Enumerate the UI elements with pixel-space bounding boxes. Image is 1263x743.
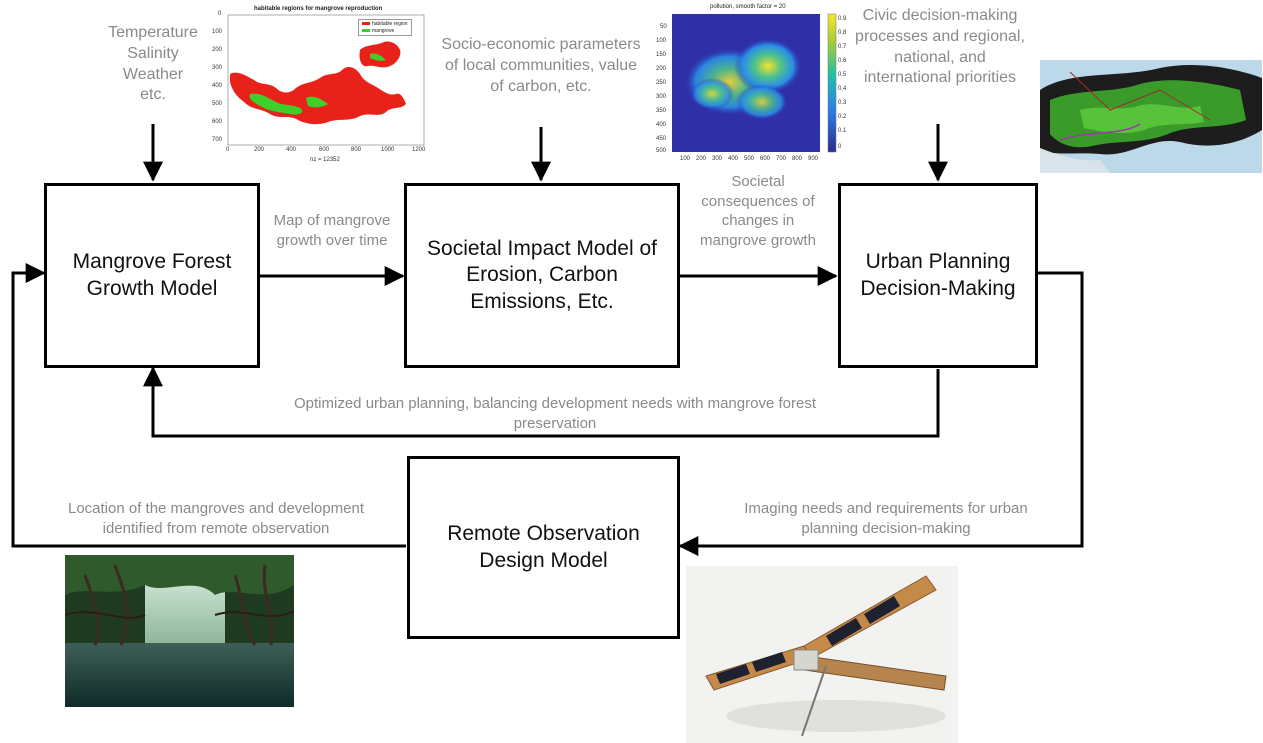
colorbar-tick: 0.2 (838, 114, 847, 120)
colorbar-tick: 0.3 (838, 100, 847, 106)
colorbar-tick: 0.4 (838, 86, 847, 92)
mangrove-forest-photo (65, 555, 294, 707)
y-tick: 300 (656, 94, 667, 100)
y-tick: 600 (212, 119, 223, 125)
colorbar-tick: 0.7 (838, 44, 847, 50)
y-tick: 150 (656, 52, 667, 58)
habitable-plot-xlabel: nz = 12352 (310, 157, 340, 163)
x-tick: 700 (776, 156, 787, 162)
pollution-plot-title: pollution, smooth factor = 20 (710, 4, 786, 10)
x-tick: 300 (712, 156, 723, 162)
y-tick: 450 (656, 136, 667, 142)
colorbar-tick: 0.5 (838, 72, 847, 78)
optimized-planning-label: Optimized urban planning, balancing deve… (294, 395, 816, 432)
cubesat-drawing (686, 566, 958, 743)
mangrove-photo-drawing (65, 555, 294, 707)
y-tick: 350 (656, 108, 667, 114)
colorbar-tick: 0 (838, 144, 842, 150)
y-tick: 500 (212, 101, 223, 107)
x-tick: 1200 (412, 147, 426, 153)
societal-impact-model-label: Societal Impact Model of Erosion, Carbon… (427, 237, 657, 313)
x-tick: 200 (696, 156, 707, 162)
x-tick: 800 (351, 147, 362, 153)
x-tick: 400 (286, 147, 297, 153)
colorbar-tick: 0.9 (838, 16, 847, 22)
remote-observation-box[interactable]: Remote Observation Design Model (407, 456, 680, 639)
x-tick: 600 (760, 156, 771, 162)
location-mangroves-label: Location of the mangroves and developmen… (67, 500, 365, 537)
satellite-map-image (1040, 60, 1262, 173)
y-tick: 50 (660, 24, 667, 30)
habitable-region-shape-2 (359, 41, 401, 68)
habitable-plot-title: habitable regions for mangrove reproduct… (254, 6, 383, 12)
x-tick: 1000 (381, 147, 395, 153)
habitable-regions-plot: habitable regions for mangrove reproduct… (210, 2, 432, 174)
y-tick: 200 (212, 47, 223, 53)
societal-consequences-label: Societal consequences of changes in mang… (700, 173, 816, 249)
y-tick: 0 (218, 11, 222, 17)
y-tick: 400 (212, 83, 223, 89)
mangrove-region-shape-2 (306, 96, 328, 108)
civic-decision-label: Civic decision-making processes and regi… (855, 7, 1025, 87)
urban-planning-box[interactable]: Urban Planning Decision-Making (838, 183, 1038, 368)
x-tick: 900 (808, 156, 819, 162)
mangrove-growth-model-box[interactable]: Mangrove Forest Growth Model (44, 183, 260, 368)
temperature-inputs-label: Temperature Salinity Weather etc. (108, 24, 198, 104)
y-tick: 400 (656, 122, 667, 128)
imaging-needs-label: Imaging needs and requirements for urban… (744, 500, 1028, 537)
cubesat-photo (686, 566, 958, 743)
y-tick: 250 (656, 80, 667, 86)
remote-observation-label: Remote Observation Design Model (447, 522, 640, 572)
pollution-heatmap: pollution, smooth factor = 20 (650, 2, 846, 168)
mangrove-region-shape-3 (370, 53, 386, 61)
legend-habitable: habitable region (372, 21, 408, 27)
x-tick: 400 (728, 156, 739, 162)
x-tick: 500 (744, 156, 755, 162)
legend-mangrove: mangrove (372, 27, 395, 34)
x-tick: 200 (254, 147, 265, 153)
x-tick: 600 (319, 147, 330, 153)
pollution-plot-area (672, 13, 837, 153)
y-tick: 500 (656, 148, 667, 154)
arrow-remote-to-mangrove (11, 263, 406, 548)
x-tick: 800 (792, 156, 803, 162)
arrow-urban-to-remote (678, 271, 1084, 556)
y-tick: 200 (656, 66, 667, 72)
arrow-urban-to-mangrove-feedback (143, 366, 940, 438)
urban-planning-label: Urban Planning Decision-Making (860, 250, 1016, 300)
colorbar-tick: 0.1 (838, 128, 847, 134)
colorbar-tick: 0.6 (838, 58, 847, 64)
mangrove-region-shape (249, 93, 303, 115)
habitable-plot-legend: habitable region mangrove (358, 19, 412, 36)
y-tick: 100 (656, 38, 667, 44)
x-tick: 0 (226, 147, 230, 153)
socio-economic-label: Socio-economic parameters of local commu… (441, 36, 641, 95)
y-tick: 100 (212, 29, 223, 35)
mangrove-growth-model-label: Mangrove Forest Growth Model (72, 250, 232, 300)
x-tick: 100 (680, 156, 691, 162)
habitable-plot-area (227, 14, 425, 146)
map-growth-label: Map of mangrove growth over time (273, 212, 391, 249)
colorbar-tick: 0.8 (838, 30, 847, 36)
satellite-map-drawing (1040, 60, 1262, 173)
societal-impact-model-box[interactable]: Societal Impact Model of Erosion, Carbon… (404, 183, 680, 368)
y-tick: 700 (212, 137, 223, 143)
y-tick: 300 (212, 65, 223, 71)
